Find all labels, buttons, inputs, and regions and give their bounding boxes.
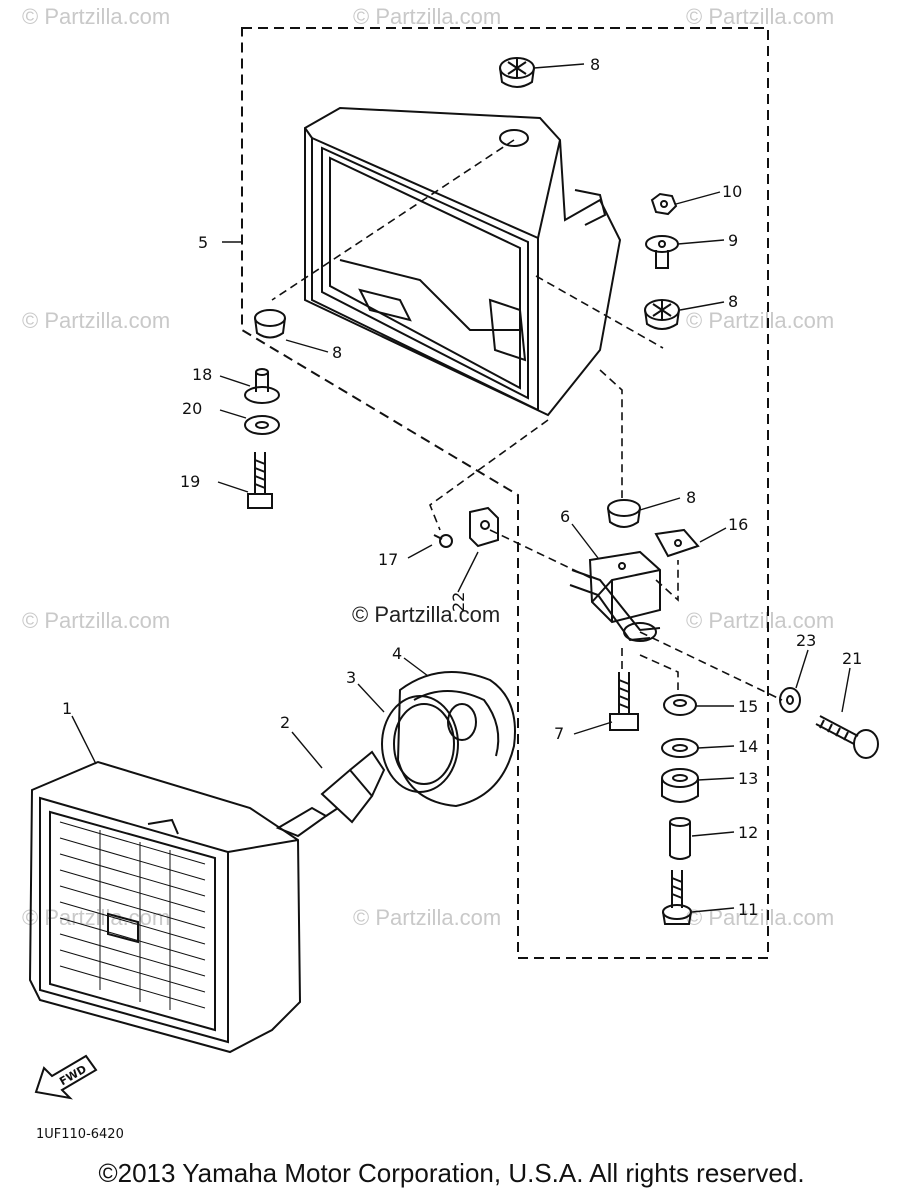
- nut-icon: [650, 192, 678, 216]
- watermarks: © Partzilla.com © Partzilla.com © Partzi…: [22, 4, 834, 930]
- nut-clip-icon: [654, 528, 700, 558]
- watermark-text: © Partzilla.com: [686, 608, 834, 633]
- callout-6: 6: [560, 507, 570, 526]
- callout-11: 11: [738, 900, 758, 919]
- watermark-text: © Partzilla.com: [686, 905, 834, 930]
- stay-icon: [469, 506, 499, 548]
- headlight-body: [304, 106, 622, 417]
- callout-5: 5: [198, 233, 208, 252]
- grommet-icon: [254, 309, 286, 339]
- watermark-text: © Partzilla.com: [686, 4, 834, 29]
- callout-19: 19: [180, 472, 200, 491]
- watermark-text: © Partzilla.com: [22, 608, 170, 633]
- callout-10: 10: [722, 182, 742, 201]
- washer-icon: [661, 738, 699, 758]
- washer-icon: [244, 415, 280, 435]
- callout-4: 4: [392, 644, 402, 663]
- callout-leaders: [71, 63, 851, 913]
- collar-icon: [645, 235, 679, 269]
- center-watermark: © Partzilla.com: [352, 602, 500, 627]
- callout-16: 16: [728, 515, 748, 534]
- callout-labels: 1 2 3 4 5 6 7 8 8 8 8 9 10 11 12 13 14 1…: [62, 55, 862, 919]
- callout-8c: 8: [332, 343, 342, 362]
- bolt-icon: [662, 870, 692, 925]
- watermark-text: © Partzilla.com: [22, 308, 170, 333]
- callout-14: 14: [738, 737, 758, 756]
- callout-13: 13: [738, 769, 758, 788]
- grommet-icon: [644, 299, 680, 330]
- callout-9: 9: [728, 231, 738, 250]
- grommet-icon: [607, 499, 641, 528]
- bulb-icon: [275, 750, 386, 838]
- callout-1: 1: [62, 699, 72, 718]
- watermark-text: © Partzilla.com: [686, 308, 834, 333]
- callout-22: 22: [449, 592, 468, 612]
- callout-21: 21: [842, 649, 862, 668]
- grommet-icon: [499, 57, 535, 88]
- watermark-text: © Partzilla.com: [353, 4, 501, 29]
- damper-icon: [661, 768, 699, 803]
- collar-icon: [244, 368, 280, 404]
- callout-17: 17: [378, 550, 398, 569]
- callout-15: 15: [738, 697, 758, 716]
- watermark-text: © Partzilla.com: [22, 4, 170, 29]
- bolt-icon: [247, 452, 273, 509]
- watermark-text: © Partzilla.com: [22, 905, 170, 930]
- callout-8d: 8: [686, 488, 696, 507]
- bulb-ring-icon: [381, 695, 459, 793]
- callout-2: 2: [280, 713, 290, 732]
- bolt-icon: [609, 672, 639, 731]
- callout-20: 20: [182, 399, 202, 418]
- fwd-arrow-icon: FWD: [34, 1054, 98, 1100]
- callout-12: 12: [738, 823, 758, 842]
- callout-8a: 8: [590, 55, 600, 74]
- callout-18: 18: [192, 365, 212, 384]
- assembly-boundary: [241, 27, 769, 959]
- socket-cover-icon: [396, 671, 516, 808]
- callout-8b: 8: [728, 292, 738, 311]
- collar-icon: [669, 817, 691, 860]
- bolt-icon: [815, 715, 879, 759]
- copyright-notice: ©2013 Yamaha Motor Corporation, U.S.A. A…: [98, 1158, 805, 1188]
- bracket-icon: [569, 550, 661, 642]
- callout-23: 23: [796, 631, 816, 650]
- callout-3: 3: [346, 668, 356, 687]
- diagram-code: 1UF110-6420: [36, 1127, 124, 1142]
- screw-icon: [433, 534, 453, 548]
- watermark-text: © Partzilla.com: [353, 905, 501, 930]
- headlight-unit: [28, 760, 302, 1054]
- washer-icon: [779, 687, 801, 713]
- callout-7: 7: [554, 724, 564, 743]
- nut-icon: [663, 694, 697, 716]
